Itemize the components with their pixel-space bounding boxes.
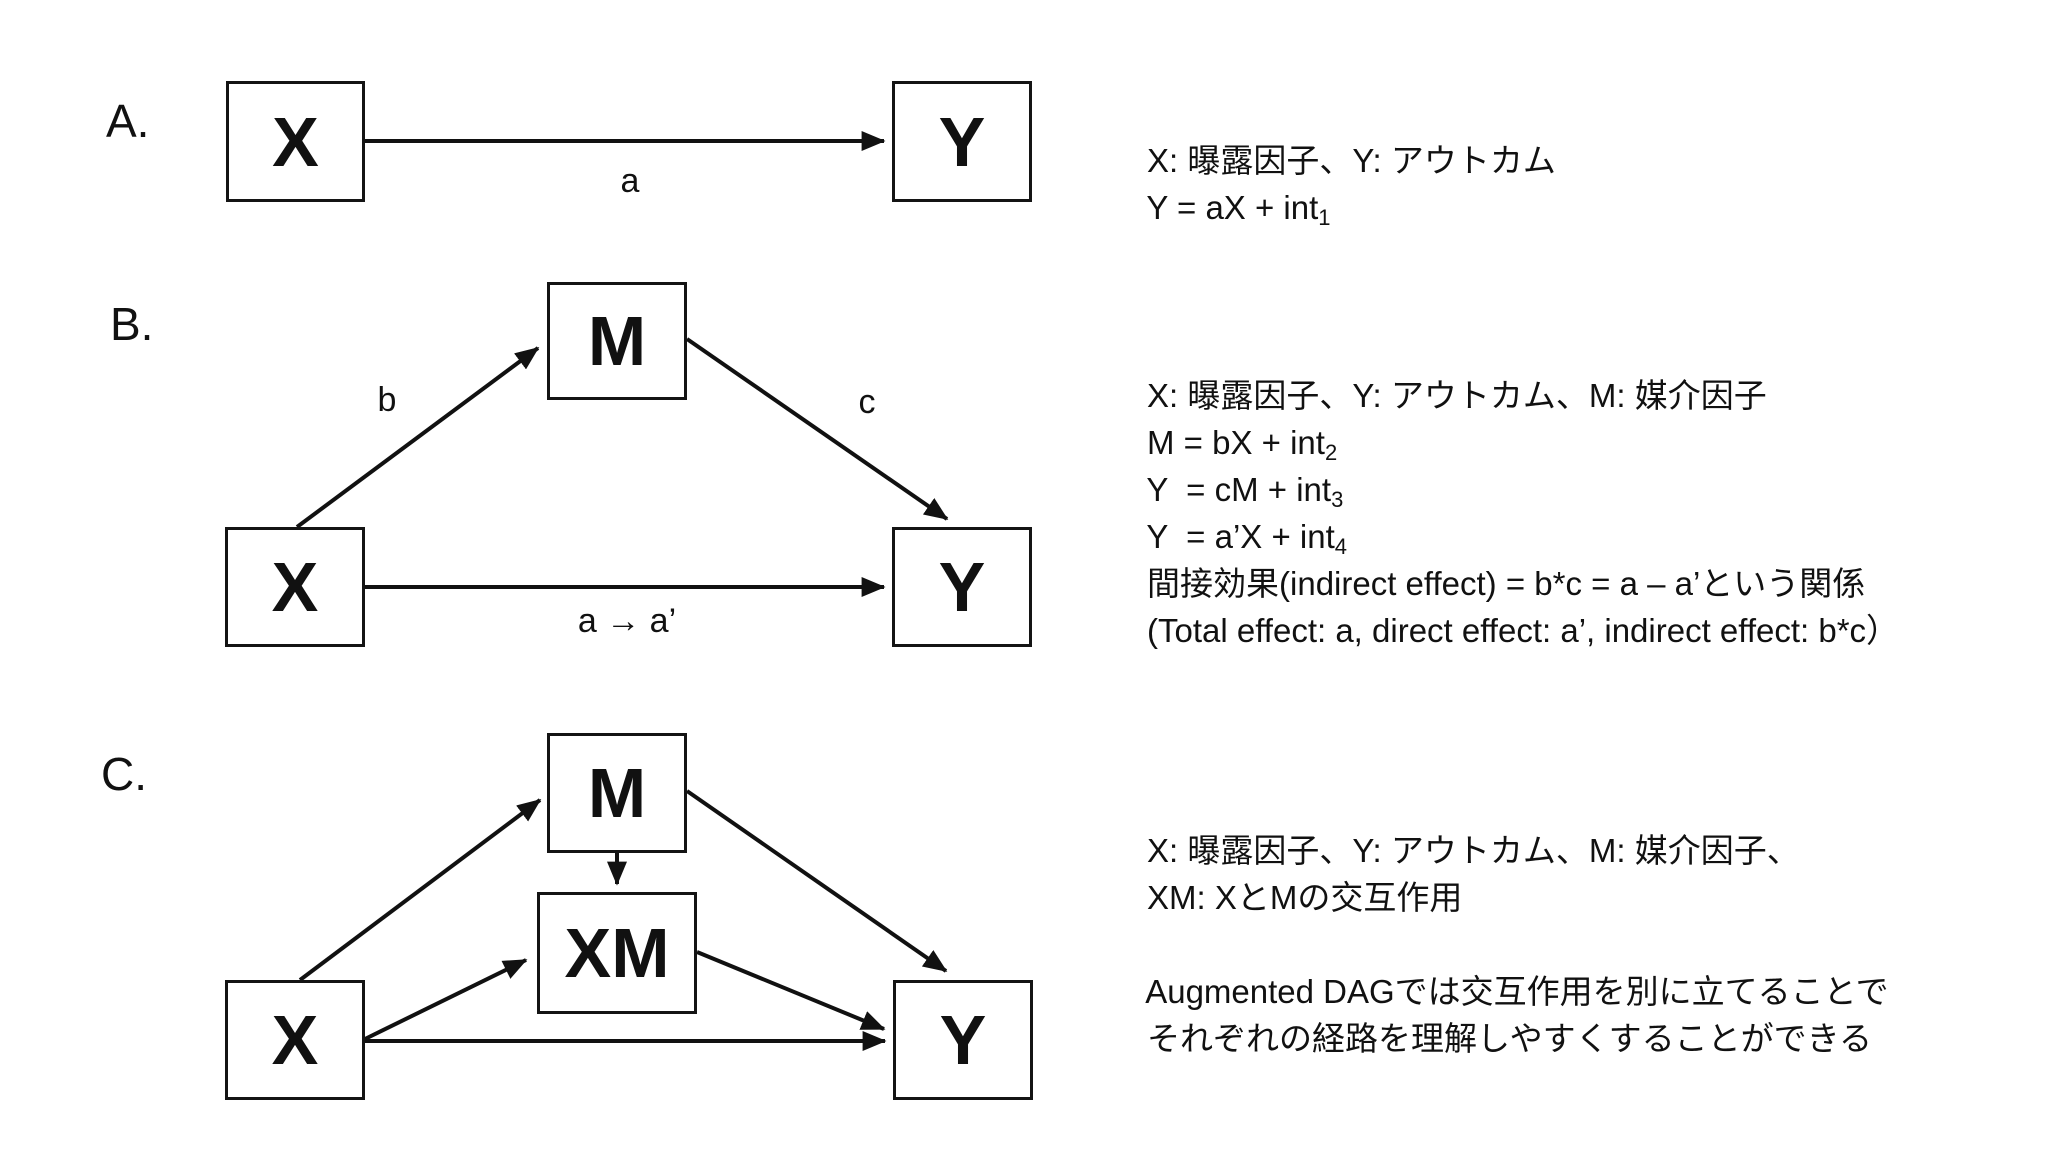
note-subscript: 2 — [1324, 439, 1338, 465]
node-a-x: X — [226, 81, 365, 202]
node-b-y-letter: Y — [938, 548, 986, 626]
note-text: Y = cM + int — [1146, 471, 1332, 508]
node-c-y: Y — [893, 980, 1033, 1100]
note-text: X: 曝露因子、Y: アウトカム、M: 媒介因子、 — [1147, 832, 1800, 869]
note-line: (Total effect: a, direct effect: a’, ind… — [1092, 560, 1899, 649]
panel-c-notes: X: 曝露因子、Y: アウトカム、M: 媒介因子、 XM: XとMの交互作用 A… — [1092, 780, 1889, 1057]
edge-label-a-a: a — [620, 162, 640, 200]
note-line: Y = a’X + int4 — [1092, 466, 1899, 559]
note-line: 間接効果(indirect effect) = b*c = a – a’という関… — [1092, 513, 1899, 602]
arrow-c-x-to-m — [298, 798, 542, 982]
note-subscript: 1 — [1318, 204, 1331, 230]
note-line: Y = cM + int3 — [1092, 419, 1899, 512]
edge-label-b-c: c — [858, 383, 876, 421]
edge-label-b-a: a → a’ — [577, 602, 677, 640]
node-c-x-letter: X — [271, 1001, 319, 1079]
panel-b-notes: X: 曝露因子、Y: アウトカム、M: 媒介因子 M = bX + int2 Y… — [1092, 325, 1899, 649]
note-text: 間接効果(indirect effect) = b*c = a – a’という関… — [1147, 565, 1866, 602]
note-text: Augmented DAGでは交互作用を別に立てることで — [1145, 973, 1889, 1010]
note-text: それぞれの経路を理解しやすくすることができる — [1147, 1020, 1873, 1057]
node-c-m-letter: M — [587, 754, 647, 832]
node-a-y: Y — [892, 81, 1032, 202]
panel-c-label: C. — [101, 748, 147, 800]
note-line: M = bX + int2 — [1092, 372, 1899, 465]
node-c-xm-letter: XM — [564, 914, 670, 992]
node-a-y-letter: Y — [938, 102, 986, 181]
note-line: Y = aX + int1 — [1092, 137, 1556, 230]
arrow-c-x-to-xm — [364, 958, 528, 1041]
note-text: Y = a’X + int — [1146, 518, 1335, 555]
node-b-m: M — [547, 282, 687, 400]
node-c-m: M — [547, 733, 687, 853]
note-text: X: 曝露因子、Y: アウトカム、M: 媒介因子 — [1147, 377, 1767, 414]
arrow-c-m-to-y — [685, 789, 948, 973]
node-b-x-letter: X — [271, 548, 319, 626]
note-text: X: 曝露因子、Y: アウトカム — [1147, 142, 1556, 179]
panel-a-notes: X: 曝露因子、Y: アウトカム Y = aX + int1 — [1092, 90, 1556, 230]
node-b-m-letter: M — [587, 302, 647, 380]
note-text: M = bX + int — [1147, 424, 1325, 461]
node-c-x: X — [225, 980, 365, 1100]
note-line: それぞれの経路を理解しやすくすることができる — [1092, 968, 1889, 1057]
note-text: Y = aX + int — [1146, 189, 1319, 226]
node-b-x: X — [225, 527, 365, 647]
node-c-xm: XM — [537, 892, 697, 1014]
edge-label-b-b: b — [377, 381, 397, 419]
arrow-b-m-to-y — [685, 337, 949, 521]
panel-b-label: B. — [110, 298, 154, 350]
note-line: X: 曝露因子、Y: アウトカム、M: 媒介因子 — [1092, 325, 1899, 414]
arrow-b-x-to-m — [295, 346, 540, 529]
note-subscript: 4 — [1334, 533, 1348, 559]
node-c-y-letter: Y — [939, 1001, 987, 1079]
node-a-x-letter: X — [272, 102, 319, 181]
note-line: Augmented DAGでは交互作用を別に立てることで — [1092, 921, 1888, 1010]
node-b-y: Y — [892, 527, 1032, 647]
panel-a-label: A. — [106, 95, 150, 147]
note-text: XM: XとMの交互作用 — [1147, 879, 1463, 916]
note-line: X: 曝露因子、Y: アウトカム、M: 媒介因子、 — [1092, 780, 1889, 869]
note-text: (Total effect: a, direct effect: a’, ind… — [1147, 612, 1900, 649]
note-line: XM: XとMの交互作用 — [1092, 827, 1889, 916]
note-line: X: 曝露因子、Y: アウトカム — [1092, 90, 1556, 179]
arrow-c-xm-to-y — [696, 950, 886, 1031]
note-subscript: 3 — [1331, 486, 1344, 512]
